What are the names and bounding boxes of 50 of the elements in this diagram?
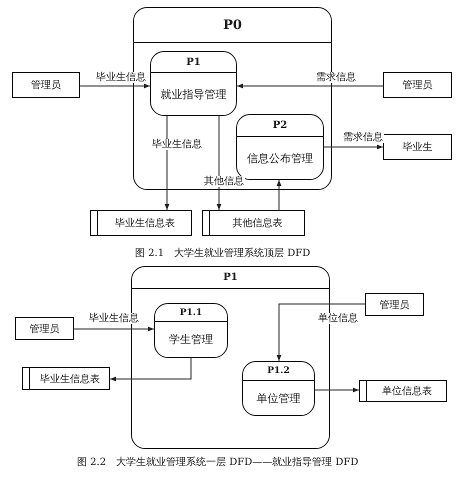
arrow xyxy=(276,304,366,362)
entity-name: 管理员 xyxy=(31,79,61,92)
process-box xyxy=(154,303,228,358)
edge-label: 单位信息 xyxy=(317,313,359,324)
process-id: P1.1 xyxy=(155,304,227,322)
data-store xyxy=(22,367,110,390)
entity-box xyxy=(383,134,452,160)
edge-label: 其他信息 xyxy=(203,176,245,187)
edge-label: 毕业生信息 xyxy=(95,72,147,83)
entity-name: 管理员 xyxy=(402,79,432,92)
process-id: P2 xyxy=(237,115,323,137)
arrow xyxy=(236,84,384,88)
process-name: 单位管理 xyxy=(256,390,300,406)
arrow xyxy=(324,144,384,150)
process-id: P1 xyxy=(151,52,236,73)
arrow xyxy=(164,116,170,210)
process-name: 信息公布管理 xyxy=(247,150,313,166)
data-store xyxy=(90,210,192,236)
entity-box xyxy=(383,72,452,98)
entity-box xyxy=(365,293,424,316)
entity-box xyxy=(15,317,74,340)
process-id: P0 xyxy=(134,8,331,43)
arrow xyxy=(276,180,282,210)
edge-label: 需求信息 xyxy=(342,132,384,143)
store-name: 其他信息表 xyxy=(232,216,282,230)
store-name: 毕业生信息表 xyxy=(40,372,100,386)
process-box xyxy=(150,51,237,116)
process-name: 就业指导管理 xyxy=(160,86,226,102)
edge-label: 毕业生信息 xyxy=(151,139,203,150)
entity-name: 管理员 xyxy=(380,298,410,312)
figure-caption: 图 2.1 大学生就业管理系统顶层 DFD xyxy=(135,246,310,260)
store-name: 毕业生信息表 xyxy=(115,216,175,230)
entity-name: 管理员 xyxy=(30,322,60,336)
arrow xyxy=(74,326,154,332)
store-name: 单位信息表 xyxy=(382,384,432,398)
arrow xyxy=(80,84,150,88)
data-store xyxy=(359,380,447,402)
process-name: 学生管理 xyxy=(169,332,213,347)
arrow xyxy=(314,388,360,392)
process-box xyxy=(242,361,315,416)
edge-label: 毕业生信息 xyxy=(88,313,140,324)
entity-name: 毕业生 xyxy=(402,140,432,154)
entity-box xyxy=(12,72,80,98)
figure-caption: 图 2.2 大学生就业管理系统一层 DFD——就业指导管理 DFD xyxy=(77,456,358,469)
arrow xyxy=(110,358,192,382)
data-store xyxy=(202,210,305,236)
arrow xyxy=(216,116,222,210)
process-id: P1.2 xyxy=(243,362,314,381)
process-id: P1 xyxy=(132,267,329,289)
edge-label: 需求信息 xyxy=(315,72,357,83)
